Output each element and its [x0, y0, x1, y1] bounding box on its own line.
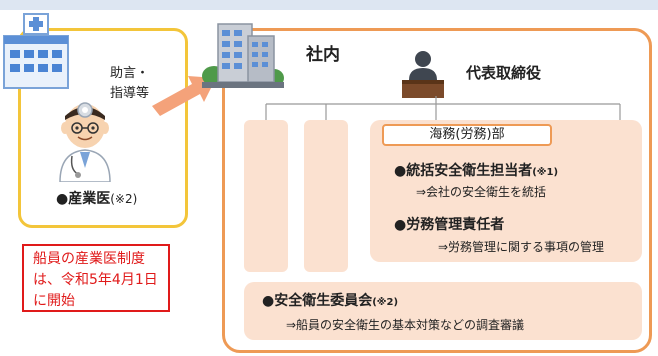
physician-title: ●産業医 [56, 191, 111, 207]
doctor-icon [59, 102, 111, 182]
committee-panel [244, 282, 642, 340]
advice-label: 助言・ 指導等 [110, 64, 149, 104]
physician-label: ●産業医(※2) [56, 188, 137, 208]
committee-desc: ⇒船員の安全衛生の基本対策などの調査審議 [286, 318, 525, 332]
committee-note: (※2) [372, 297, 399, 308]
notice-box: 船員の産業医制度 は、令和5年4月1日 に開始 [22, 244, 170, 312]
top-band [0, 0, 658, 10]
notice-line-3: に開始 [33, 293, 75, 309]
advice-line-2: 指導等 [110, 86, 150, 101]
role-desc-2: ⇒労務管理に関する事項の管理 [438, 240, 605, 254]
advice-line-1: 助言・ [110, 66, 150, 81]
role-1-note: (※1) [532, 167, 559, 178]
company-label: 社内 [306, 45, 340, 65]
notice-line-1: 船員の産業医制度 [33, 251, 145, 267]
company-building-icon [202, 23, 284, 88]
org-connector-lines [265, 96, 621, 120]
department-label: 海務(労務)部 [382, 124, 552, 146]
physician-note: (※2) [110, 192, 138, 206]
representative-label: 代表取締役 [466, 64, 542, 82]
role-title-2: ●労務管理責任者 [394, 214, 504, 234]
role-desc-1: ⇒会社の安全衛生を統括 [416, 185, 547, 199]
role-1-name: ●統括安全衛生担当者 [394, 163, 533, 179]
notice-line-2: は、令和5年4月1日 [33, 272, 158, 288]
role-title-1: ●統括安全衛生担当者(※1) [394, 160, 558, 180]
hospital-icon [3, 13, 69, 89]
arrow-icon [152, 76, 216, 116]
org-column-1 [244, 120, 288, 272]
committee-name: ●安全衛生委員会 [262, 293, 373, 309]
representative-icon [402, 51, 444, 98]
org-column-2 [304, 120, 348, 272]
role-2-name: ●労務管理責任者 [394, 217, 505, 233]
committee-title: ●安全衛生委員会(※2) [262, 290, 398, 310]
